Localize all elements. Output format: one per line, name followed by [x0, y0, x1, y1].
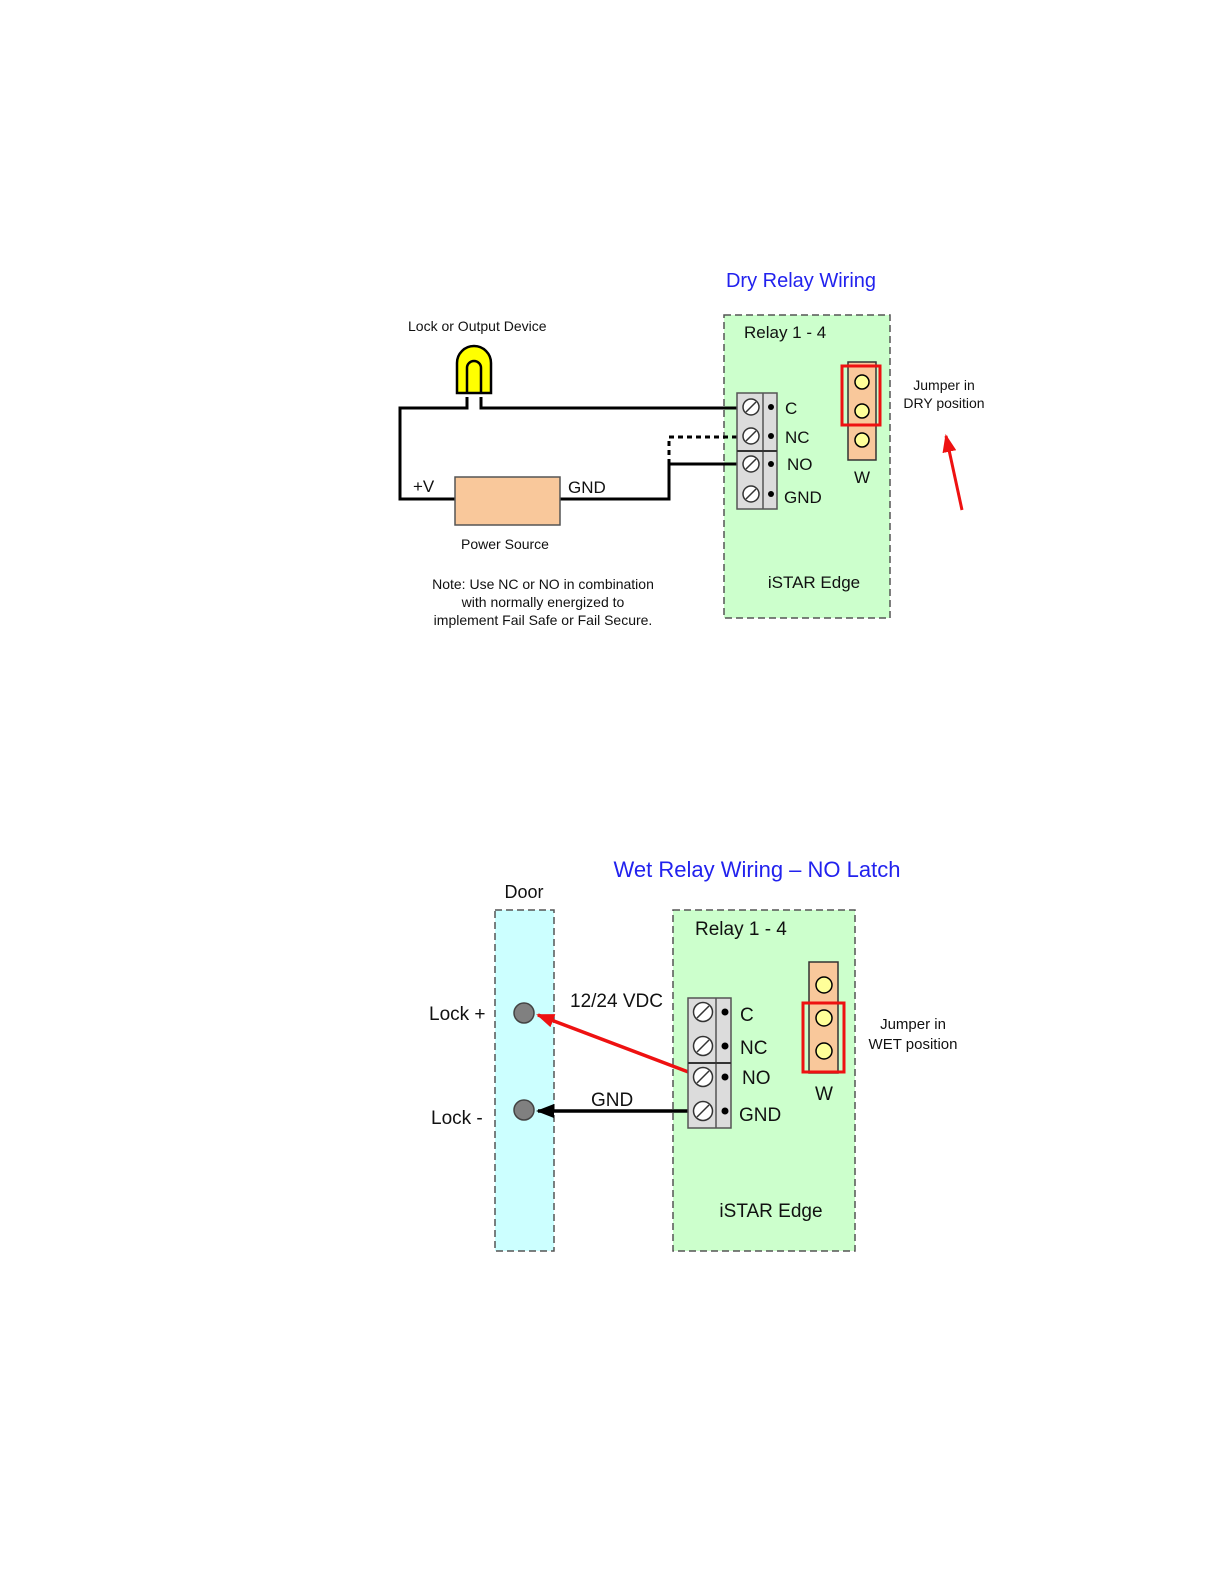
lock-minus-terminal	[513, 1099, 535, 1121]
jumper-header	[801, 961, 846, 1074]
door-label: Door	[504, 882, 543, 902]
jumper-w-label: W	[815, 1084, 833, 1105]
jumper-note: Jumper in	[913, 377, 974, 393]
jumper-w-label: W	[854, 468, 870, 487]
gnd-label: GND	[591, 1090, 633, 1111]
note-line: Note: Use NC or NO in combination	[432, 576, 654, 592]
terminal-c: C	[785, 399, 797, 418]
red-wire-arrow	[536, 1013, 692, 1075]
terminal-gnd: GND	[784, 488, 822, 507]
terminal-nc: NC	[740, 1038, 767, 1059]
board-label: iSTAR Edge	[768, 573, 860, 592]
note-line: implement Fail Safe or Fail Secure.	[434, 612, 653, 628]
terminal-no: NO	[742, 1068, 771, 1089]
terminal-c: C	[740, 1005, 754, 1026]
power-source	[454, 476, 561, 526]
lock-device-icon	[455, 344, 493, 395]
terminal-block	[687, 997, 732, 1129]
note-line: with normally energized to	[461, 594, 625, 610]
lock-plus-terminal	[513, 1002, 535, 1024]
wet-relay-diagram: Wet Relay Wiring – NO Latch Door Relay 1…	[429, 857, 958, 1252]
voltage-label: 12/24 VDC	[570, 991, 663, 1012]
terminal-gnd: GND	[739, 1105, 781, 1126]
jumper-note: WET position	[869, 1036, 958, 1053]
jumper-header	[840, 361, 882, 461]
red-arrow-icon	[942, 434, 964, 511]
wet-title: Wet Relay Wiring – NO Latch	[614, 857, 901, 882]
jumper-note: Jumper in	[880, 1016, 946, 1033]
terminal-nc: NC	[785, 428, 810, 447]
gnd-label: GND	[568, 478, 606, 497]
relay-label: Relay 1 - 4	[695, 919, 787, 940]
terminal-no: NO	[787, 455, 813, 474]
wires	[398, 397, 744, 501]
dry-relay-diagram: Dry Relay Wiring Relay 1 - 4 iSTAR Edge …	[398, 270, 985, 628]
plus-v-label: +V	[413, 477, 435, 496]
device-label: Lock or Output Device	[408, 318, 547, 334]
power-source-label: Power Source	[461, 536, 549, 552]
board-label: iSTAR Edge	[719, 1201, 822, 1222]
lock-plus-label: Lock +	[429, 1004, 486, 1025]
door-box	[494, 909, 555, 1252]
terminal-block	[736, 392, 778, 510]
relay-label: Relay 1 - 4	[744, 323, 826, 342]
dry-title: Dry Relay Wiring	[726, 270, 876, 292]
jumper-note: DRY position	[903, 395, 984, 411]
lock-minus-label: Lock -	[431, 1108, 483, 1129]
